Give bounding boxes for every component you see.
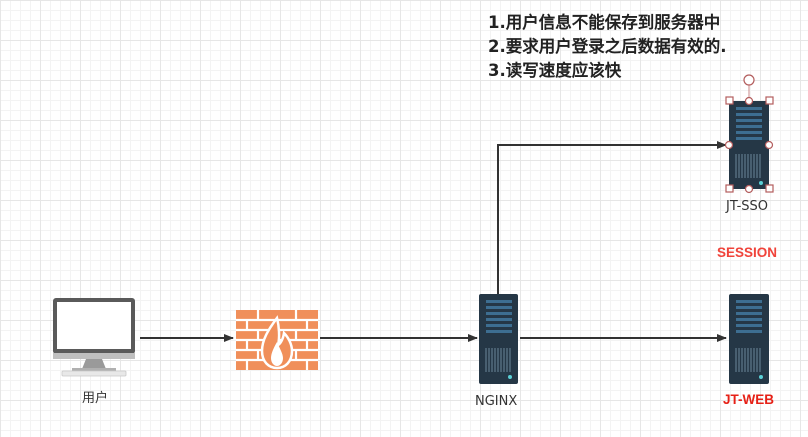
web-label: JT-WEB — [723, 392, 775, 407]
resize-handle[interactable] — [725, 184, 734, 193]
user-label: 用户 — [82, 391, 109, 406]
resize-handle[interactable] — [744, 96, 754, 106]
selection-handles[interactable] — [724, 74, 774, 194]
resize-handle[interactable] — [724, 140, 734, 150]
rotate-handle[interactable] — [743, 74, 755, 86]
server-rack-icon[interactable] — [729, 294, 769, 384]
note-line: 1.用户信息不能保存到服务器中 — [488, 13, 721, 32]
nginx-label: NGINX — [475, 394, 518, 409]
arrow-nginx-to-sso[interactable] — [497, 141, 727, 294]
sso-label: JT-SSO — [726, 199, 769, 214]
resize-handle[interactable] — [725, 96, 734, 105]
desktop-computer-icon[interactable] — [53, 298, 135, 377]
resize-handle[interactable] — [764, 140, 774, 150]
session-label: SESSION — [717, 245, 778, 260]
server-rack-icon[interactable] — [729, 101, 769, 189]
note-line: 2.要求用户登录之后数据有效的. — [488, 37, 727, 56]
connectors — [140, 141, 727, 342]
resize-handle[interactable] — [744, 184, 754, 194]
resize-handle[interactable] — [765, 184, 774, 193]
note-line: 3.读写速度应该快 — [488, 61, 622, 80]
server-rack-icon[interactable] — [479, 294, 518, 384]
resize-handle[interactable] — [765, 96, 774, 105]
requirements-notes: 1.用户信息不能保存到服务器中 2.要求用户登录之后数据有效的. 3.读写速度应… — [488, 11, 727, 83]
firewall-icon[interactable] — [236, 310, 318, 370]
